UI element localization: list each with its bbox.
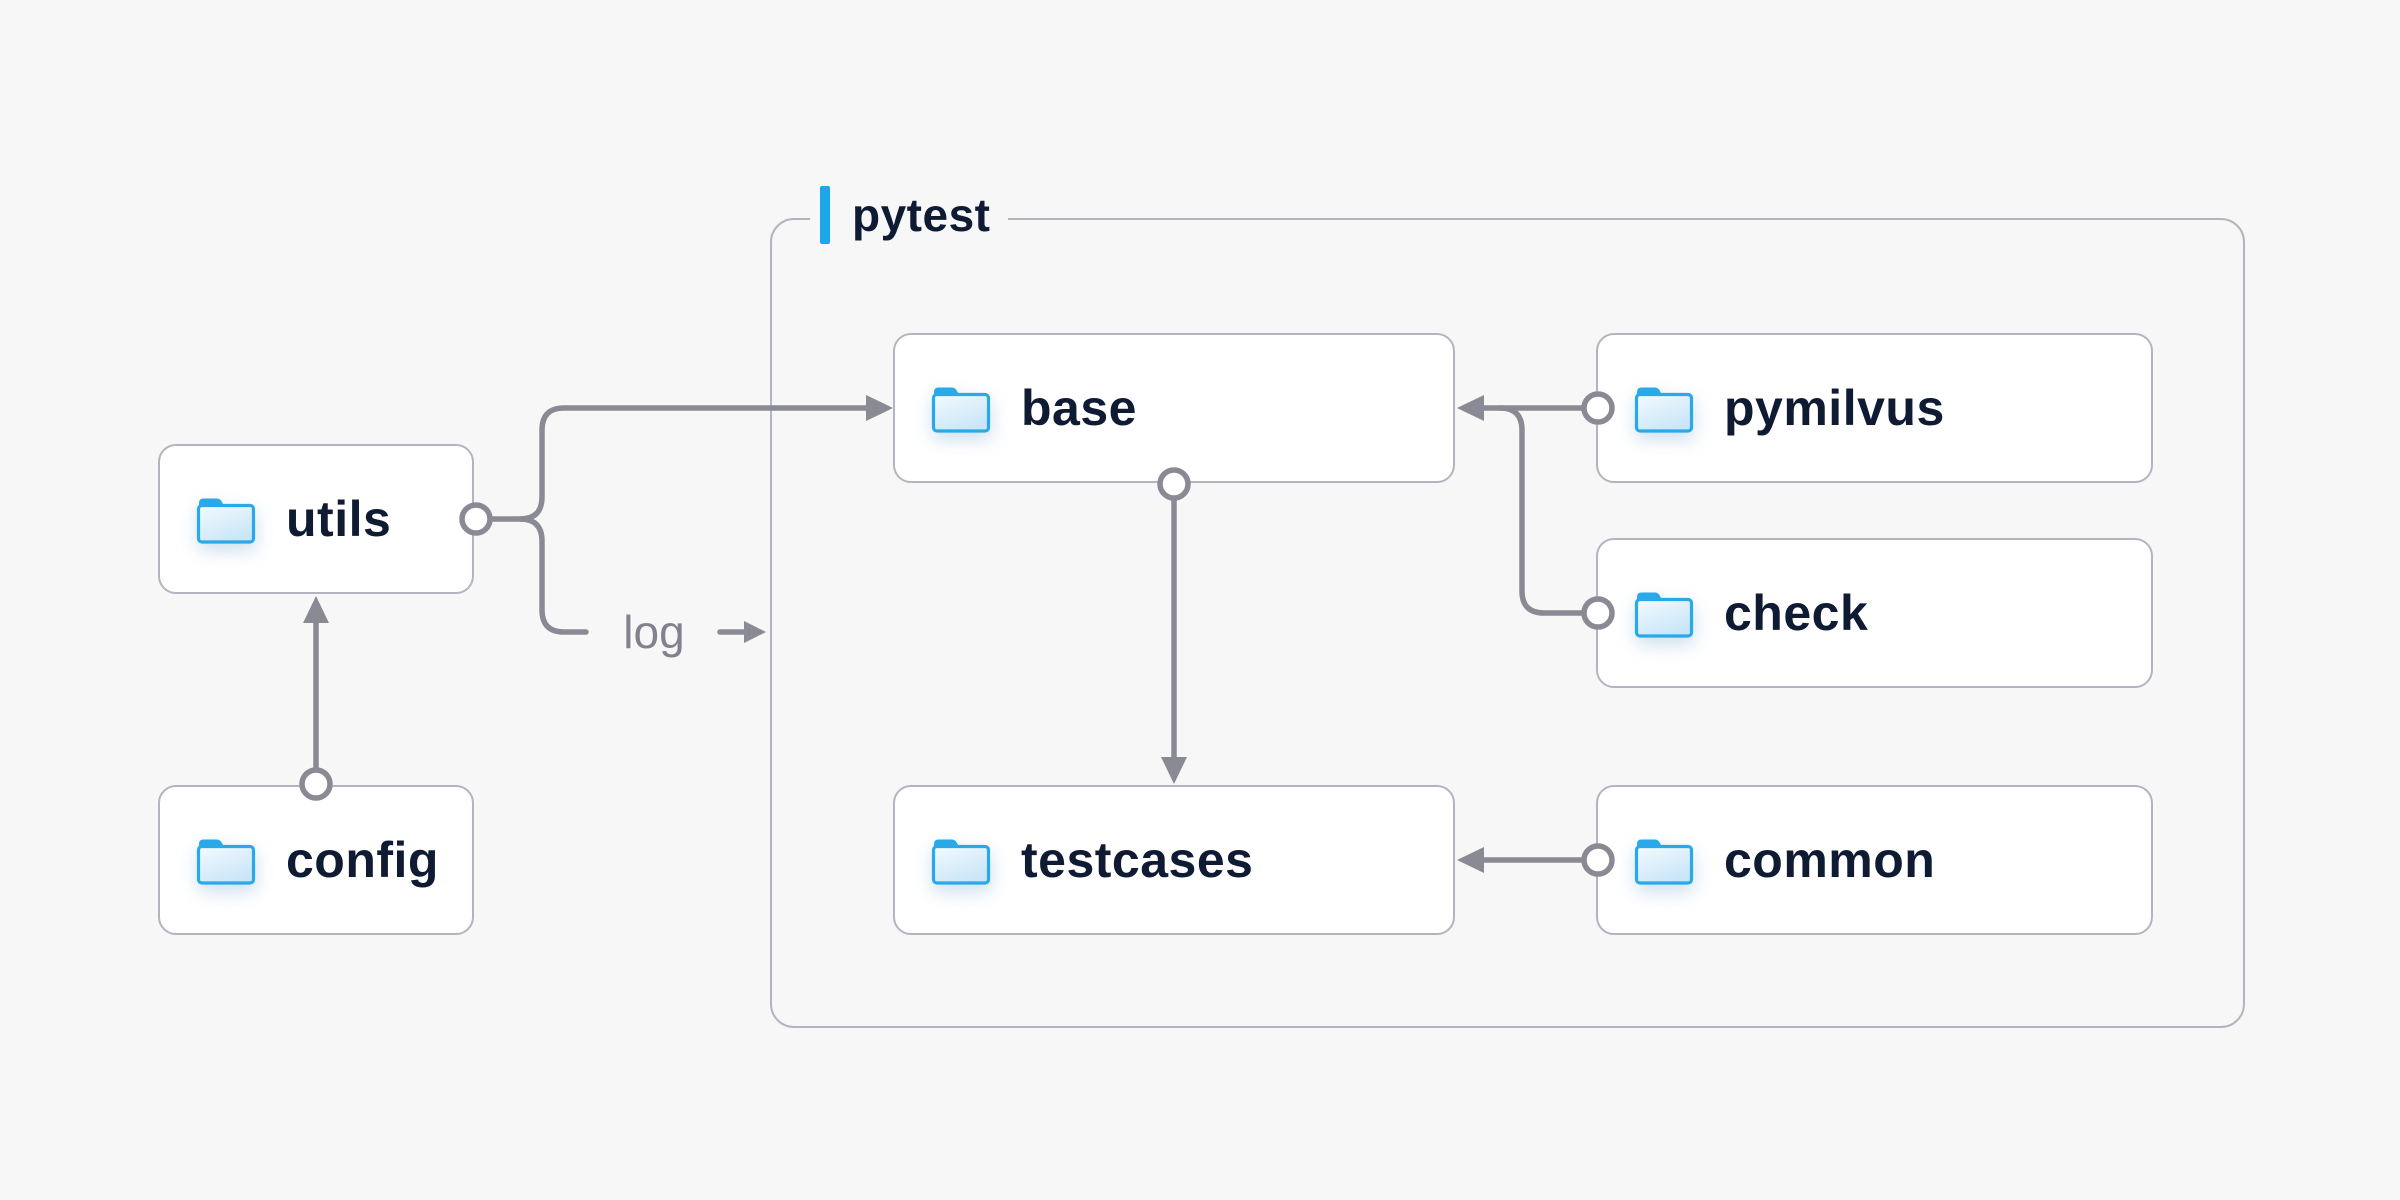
edge-config-utils (303, 596, 329, 773)
node-config: config (158, 785, 474, 935)
node-common: common (1596, 785, 2153, 935)
log-edge-label: log (623, 606, 685, 658)
node-utils: utils (158, 444, 474, 594)
node-testcases: testcases (893, 785, 1455, 935)
pytest-group-title: pytest (852, 189, 991, 241)
node-check: check (1596, 538, 2153, 688)
node-pymilvus-label: pymilvus (1724, 380, 1945, 436)
node-utils-label: utils (286, 491, 392, 547)
folder-icon (1634, 839, 1694, 885)
pytest-group-box (770, 218, 2245, 1028)
folder-icon (196, 839, 256, 885)
node-testcases-label: testcases (1021, 832, 1254, 888)
folder-icon (196, 498, 256, 544)
folder-icon (1634, 592, 1694, 638)
node-check-label: check (1724, 585, 1869, 641)
node-base-label: base (1021, 380, 1137, 436)
node-base: base (893, 333, 1455, 483)
folder-icon (931, 387, 991, 433)
node-common-label: common (1724, 832, 1936, 888)
node-config-label: config (286, 832, 439, 888)
node-pymilvus: pymilvus (1596, 333, 2153, 483)
accent-bar-icon (820, 186, 830, 244)
folder-icon (931, 839, 991, 885)
folder-icon (1634, 387, 1694, 433)
pytest-group-label: pytest (810, 186, 1009, 244)
